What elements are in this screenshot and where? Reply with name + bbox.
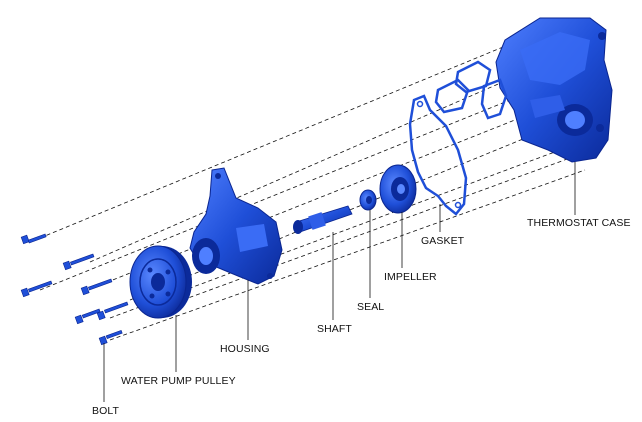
bolt-4 [80, 278, 113, 296]
bolt-7 [98, 329, 123, 346]
water-pump-pulley [129, 245, 192, 319]
bolt-1 [20, 233, 47, 245]
bolt-label: BOLT [92, 405, 120, 417]
bolt-3 [20, 280, 53, 298]
gasket-label: GASKET [421, 235, 465, 247]
seal [359, 189, 377, 211]
bolt-2 [62, 253, 95, 271]
o-ring-seals [434, 60, 508, 120]
water-pump-pulley-label: WATER PUMP PULLEY [121, 375, 236, 387]
impeller [379, 164, 417, 214]
housing-label: HOUSING [220, 343, 270, 355]
seal-label: SEAL [357, 301, 385, 313]
thermostat-case-label: THERMOSTAT CASE [527, 217, 631, 229]
bolt-6 [96, 301, 129, 321]
shaft [293, 205, 353, 234]
housing [189, 167, 283, 285]
leader-lines [103, 162, 576, 402]
thermostat-case [495, 17, 613, 163]
bolts [20, 233, 129, 346]
impeller-label: IMPELLER [384, 271, 437, 283]
bolt-5 [74, 308, 101, 325]
gasket [408, 94, 468, 216]
shaft-label: SHAFT [317, 323, 352, 335]
